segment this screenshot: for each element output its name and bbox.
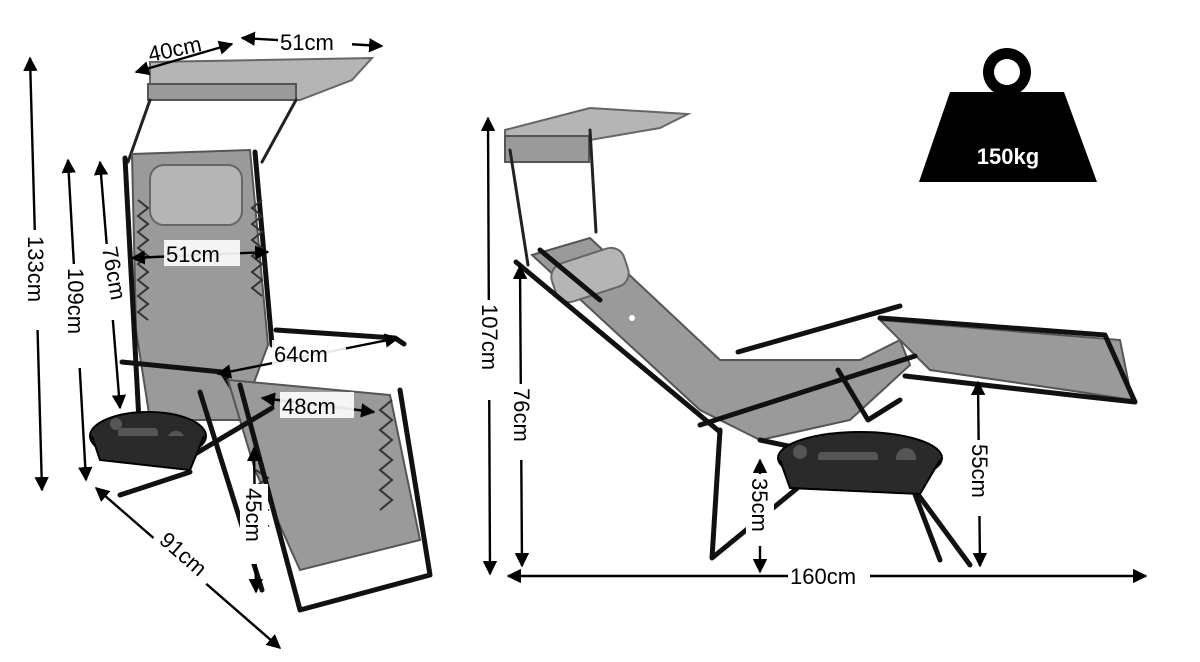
dim-backrest-height: 76cm — [93, 160, 131, 410]
label-footrest-height: 55cm — [967, 444, 992, 498]
label-seat-width: 51cm — [166, 242, 220, 267]
right-footrest — [877, 315, 1138, 405]
right-backrest-and-seat — [513, 236, 912, 442]
right-dimensions: 107cm 76cm 35cm 55cm 160cm — [476, 116, 1148, 590]
label-canopy-width: 51cm — [280, 30, 334, 55]
dim-frame-height: 109cm — [61, 158, 93, 482]
label-frame-height: 109cm — [63, 268, 88, 334]
dim-tray-height: 35cm — [746, 458, 774, 574]
label-tray-height: 35cm — [747, 478, 772, 532]
weight-icon: 150kg — [919, 48, 1097, 182]
left-canopy — [126, 56, 375, 164]
label-seat-height: 45cm — [241, 488, 266, 542]
dim-reclined-length: 160cm — [506, 564, 1148, 590]
label-armrest-width: 64cm — [274, 342, 328, 367]
dim-seat-depth: 48cm — [260, 392, 376, 419]
dim-armrest-width: 64cm — [216, 333, 400, 379]
right-chair-illustration — [504, 106, 1138, 568]
weight-label: 150kg — [977, 144, 1039, 169]
dim-canopy-width: 51cm — [240, 28, 384, 55]
dim-total-height: 133cm — [22, 56, 50, 492]
dim-footrest-height: 55cm — [966, 380, 994, 568]
right-side-tray — [777, 431, 943, 496]
right-canopy — [504, 106, 692, 267]
label-reclined-height: 107cm — [477, 304, 502, 370]
label-reclined-length: 160cm — [790, 564, 856, 589]
label-seat-depth: 48cm — [282, 394, 336, 419]
left-side-tray — [89, 411, 207, 472]
dim-back-height: 76cm — [508, 264, 536, 568]
dim-reclined-height: 107cm — [476, 116, 504, 576]
label-total-height: 133cm — [23, 236, 48, 302]
label-back-height: 76cm — [509, 388, 534, 442]
right-armrest — [697, 303, 918, 428]
left-dimensions: 40cm 51cm 133cm 109cm 76cm 51cm — [22, 28, 400, 649]
dim-seat-width: 51cm — [130, 240, 270, 267]
